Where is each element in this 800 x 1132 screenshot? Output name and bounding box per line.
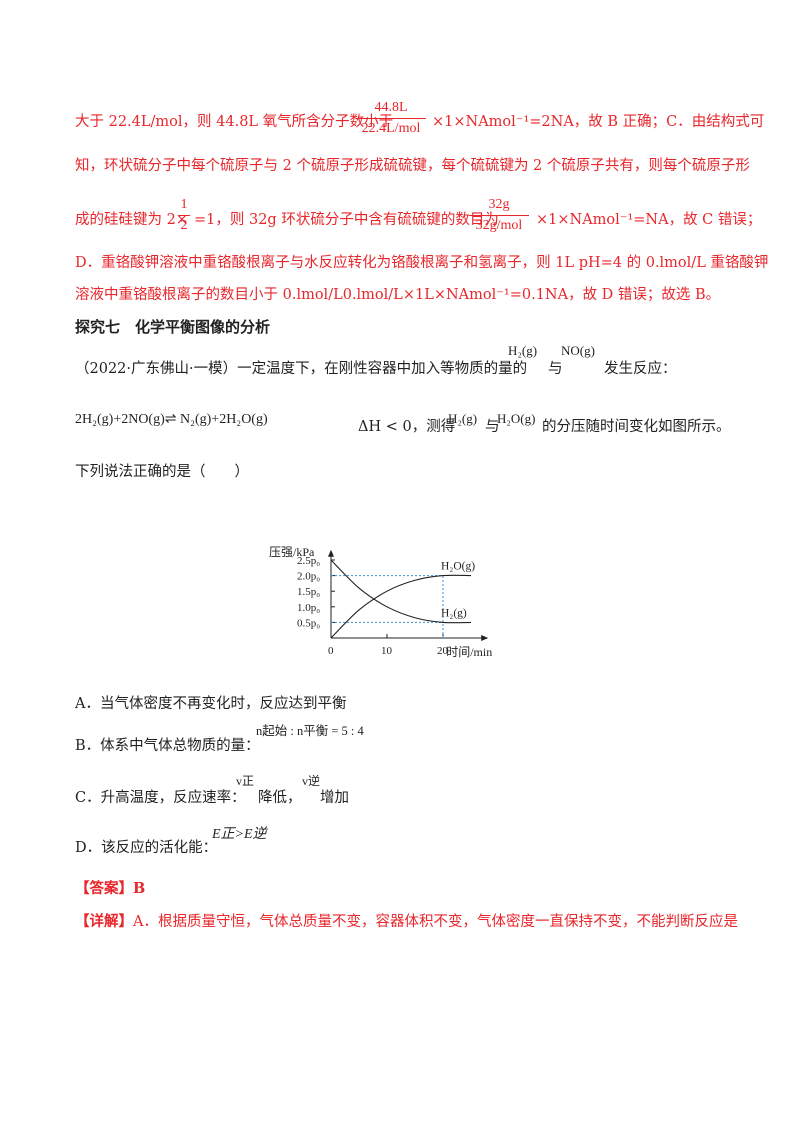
y-tick-label: 1.0p₀ <box>297 602 320 614</box>
y-tick-label: 2.5p₀ <box>297 555 320 567</box>
activation-energy-expression: E正>E逆 <box>212 827 267 842</box>
detail-text: A．根据质量守恒，气体总质量不变，容器体积不变，气体密度一直保持不变，不能判断反… <box>133 914 738 930</box>
x-axis-arrow <box>481 635 489 641</box>
y-axis-label: 压强/kPa <box>269 545 315 559</box>
fraction-32g: 32g 32g/mol <box>469 197 529 234</box>
y-tick-label: 2.0p₀ <box>297 571 320 583</box>
word-yu-2: 与 <box>485 419 500 435</box>
fraction-denominator: 2 <box>180 218 188 233</box>
fraction-numerator: 1 <box>180 197 188 212</box>
x-axis-label: 时间/min <box>446 645 492 659</box>
answer-line5: 溶液中重铬酸根离子的数目小于 0.lmol/L0.lmol/L×1L×NAmol… <box>75 287 721 303</box>
section-title: 探究七 化学平衡图像的分析 <box>75 318 271 336</box>
y-axis-arrow <box>328 549 334 557</box>
question-line1-part1: （2022·广东佛山·一模）一定温度下，在刚性容器中加入等物质的量的 <box>75 361 528 377</box>
x-tick-label: 20 <box>437 645 449 657</box>
formula-h2g: H₂(g) <box>508 343 538 358</box>
y-tick-label: 1.5p₀ <box>297 586 320 598</box>
word-yu: 与 <box>548 361 563 377</box>
question-line2-part1: ΔH < 0，测得 <box>358 419 456 435</box>
series-label: H₂(g) <box>441 607 467 619</box>
y-tick-label: 0.5p₀ <box>297 617 320 629</box>
formula-h2g-2: H₂(g) <box>448 411 478 426</box>
option-c-label: C．升高温度，反应速率： <box>75 790 246 806</box>
formula-h2og: H₂O(g) <box>497 411 536 426</box>
fraction-denominator: 22.4L/mol <box>361 121 421 136</box>
formula-nog: NO(g) <box>561 343 595 358</box>
option-c-end: 增加 <box>320 790 349 806</box>
fraction-448: 44.8L 22.4L/mol <box>356 100 426 137</box>
answer-label: 【答案】B <box>75 880 146 897</box>
v-forward: v正 <box>236 774 255 788</box>
answer-line3-part3: ×1×NAmol⁻¹=NA，故 C 错误； <box>536 212 762 228</box>
series-line-h2o <box>330 574 472 639</box>
answer-line4: D．重铬酸钾溶液中重铬酸根离子与水反应转化为铬酸根离子和氢离子，则 1L pH=… <box>75 255 769 271</box>
option-b-expression: n起始 : n平衡 = 5 : 4 <box>256 724 364 738</box>
option-b-label: B．体系中气体总物质的量： <box>75 738 260 754</box>
answer-line3-part2: =1，则 32g 环状硫分子中含有硫硫键的数目为 <box>194 212 499 228</box>
detail-tag: 【详解】 <box>75 913 133 930</box>
option-c-mid: 降低， <box>258 790 302 806</box>
question-line2-part2: 的分压随时间变化如图所示。 <box>542 419 731 435</box>
fraction-numerator: 32g <box>488 197 510 212</box>
answer-line2: 知，环状硫分子中每个硫原子与 2 个硫原子形成硫硫键，每个硫硫键为 2 个硫原子… <box>75 158 750 174</box>
answer-line1-part1: 大于 22.4L/mol，则 44.8L 氧气所含分子数小于 <box>75 114 394 130</box>
reaction-equation: 2H₂(g)+2NO(g)⇌ N₂(g)+2H₂O(g) <box>75 412 268 427</box>
series-label: H₂O(g) <box>441 561 475 573</box>
fraction-half: 1 2 <box>178 197 190 234</box>
question-line1-part2: 发生反应： <box>604 361 677 377</box>
fraction-denominator: 32g/mol <box>475 218 523 233</box>
answer-line3-part1: 成的硅硅键为 2× <box>75 212 188 228</box>
v-reverse: v逆 <box>302 774 321 788</box>
fraction-numerator: 44.8L <box>374 100 408 115</box>
question-prompt: 下列说法正确的是（ ） <box>75 464 249 480</box>
x-tick-label: 10 <box>381 645 393 657</box>
pressure-time-chart: 压强/kPa 时间/min 0.5p₀ 1.0p₀ 1.5p₀ 2.0p₀ 2.5p₀ 0 10… <box>269 545 492 659</box>
answer-line1-part2: ×1×NAmol⁻¹=2NA，故 B 正确；C．由结构式可 <box>432 114 765 130</box>
option-a: A．当气体密度不再变化时，反应达到平衡 <box>75 696 347 712</box>
option-d-label: D．该反应的活化能： <box>75 840 218 856</box>
x-tick-label: 0 <box>328 645 334 657</box>
series-line-h2 <box>330 559 472 624</box>
